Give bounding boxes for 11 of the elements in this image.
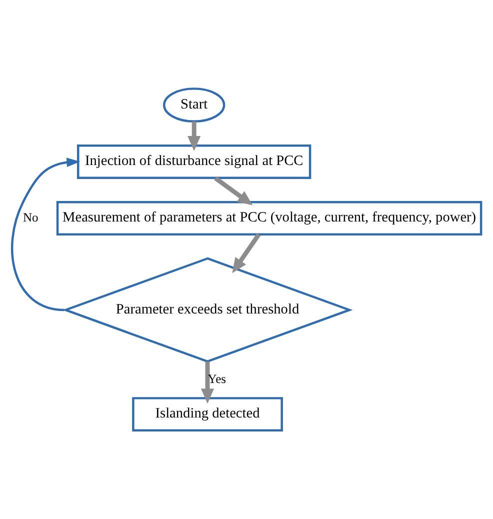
arrow	[214, 176, 253, 206]
arrow	[188, 122, 201, 152]
edge-label: Yes	[208, 372, 226, 386]
arrow	[200, 362, 214, 404]
node-ellipse: Start	[163, 88, 226, 123]
node-box: Islanding detected	[132, 397, 283, 432]
node-box: Measurement of parameters at PCC (voltage, current, frequency, power)	[56, 200, 482, 236]
node-box: Injection of disturbance signal at PCC	[77, 144, 312, 180]
edge-label: No	[23, 210, 38, 225]
arrow	[232, 233, 261, 274]
arrow	[11, 158, 80, 312]
